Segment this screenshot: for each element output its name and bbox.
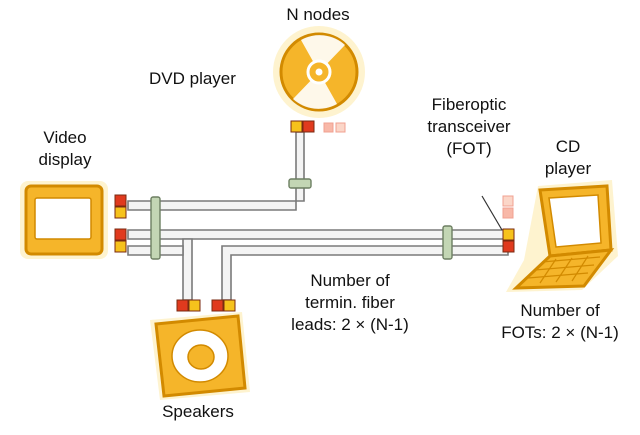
- fot-speaker-2: [188, 299, 201, 312]
- speakers: [150, 312, 250, 400]
- fot-dvd-faded-1: [323, 122, 334, 133]
- label-video-display-2: display: [39, 150, 92, 169]
- fot-cd-faded-1: [502, 195, 514, 207]
- label-fiber-leads-2: termin. fiber: [305, 293, 395, 312]
- fot-pointer-line: [481, 195, 503, 231]
- fot-transceivers: [114, 120, 515, 312]
- fiber-cables: [127, 131, 509, 301]
- disc-hole: [315, 68, 323, 76]
- speaker-center: [187, 344, 215, 370]
- fiber-speaker-left: [182, 238, 193, 301]
- fot-speaker-3: [211, 299, 224, 312]
- label-fots-count-1: Number of: [520, 301, 600, 320]
- fot-speaker-4: [223, 299, 236, 312]
- dvd-player: [273, 26, 365, 118]
- clamp-cd: [442, 225, 453, 260]
- fot-cd-faded-2: [502, 207, 514, 219]
- fot-dvd-2: [302, 120, 315, 133]
- fot-dvd-faded-2: [335, 122, 346, 133]
- cable-clamps: [150, 178, 453, 260]
- label-dvd-player: DVD player: [149, 69, 236, 88]
- label-cd-player-2: player: [545, 159, 592, 178]
- cd-player: [506, 180, 618, 292]
- label-fot-2: transceiver: [427, 117, 510, 136]
- disc-shine: [301, 35, 345, 72]
- fot-display-3: [114, 228, 127, 241]
- label-n-nodes: N nodes: [286, 5, 349, 24]
- label-fiber-leads-3: leads: 2 × (N-1): [291, 315, 409, 334]
- fot-dvd-1: [290, 120, 303, 133]
- clamp-display: [150, 196, 161, 260]
- label-speakers: Speakers: [162, 402, 234, 421]
- label-fot-1: Fiberoptic: [432, 95, 507, 114]
- disc-shine-lower: [293, 72, 337, 109]
- fot-cd-2: [502, 240, 515, 253]
- label-fiber-leads-1: Number of: [310, 271, 390, 290]
- laptop-keyboard: [527, 255, 601, 284]
- fot-display-4: [114, 240, 127, 253]
- fot-speaker-1: [176, 299, 189, 312]
- label-video-display-1: Video: [43, 128, 86, 147]
- fot-display-2: [114, 206, 127, 219]
- laptop-screen: [548, 194, 602, 248]
- clamp-dvd: [288, 178, 312, 189]
- video-display: [20, 181, 108, 259]
- monitor-screen: [34, 197, 92, 240]
- fot-cd-1: [502, 228, 515, 241]
- label-fot-3: (FOT): [446, 139, 491, 158]
- fot-display-1: [114, 194, 127, 207]
- laptop-base: [512, 248, 615, 290]
- label-cd-player-1: CD: [556, 137, 581, 156]
- label-fots-count-2: FOTs: 2 × (N-1): [501, 323, 619, 342]
